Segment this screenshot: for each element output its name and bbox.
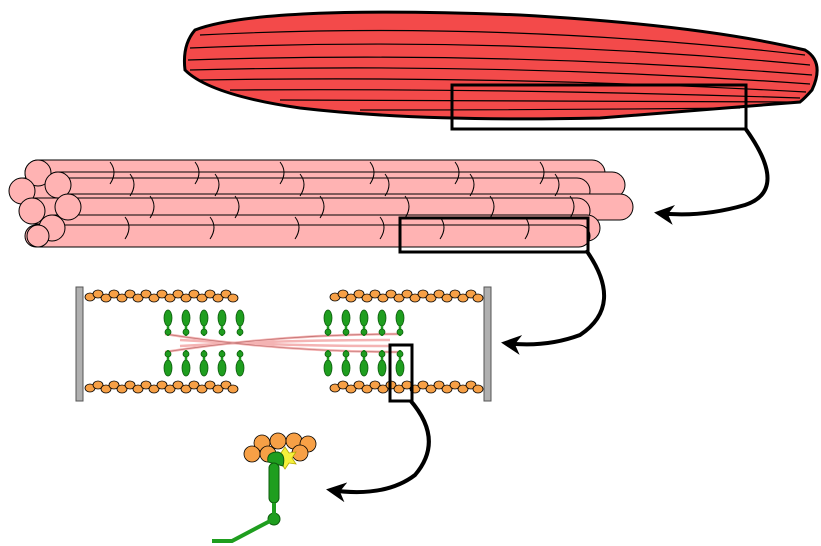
z-disc-left — [75, 286, 84, 402]
fibril — [24, 224, 591, 248]
actin-cluster — [243, 432, 317, 463]
myosin-head — [267, 451, 285, 526]
myosin-tails — [164, 332, 401, 354]
z-disc-right — [483, 286, 492, 402]
zoom-box-sarcomere — [388, 343, 414, 403]
myosin-lever — [212, 519, 271, 543]
actin-filaments — [84, 289, 484, 394]
myosin-heads — [163, 309, 405, 377]
zoom-arrow-3 — [326, 398, 431, 503]
fibril-bundle — [8, 159, 634, 254]
sarcomere — [75, 286, 492, 403]
crossbridge-detail — [212, 432, 317, 543]
whole-muscle — [183, 10, 819, 131]
zoom-arrow-1 — [654, 126, 770, 225]
zoom-box-muscle — [450, 83, 748, 131]
sarcomere-lines — [109, 161, 575, 240]
zoom-box-fibril — [398, 216, 590, 254]
zoom-arrow-2 — [501, 248, 607, 355]
muscle-striations — [187, 29, 813, 111]
